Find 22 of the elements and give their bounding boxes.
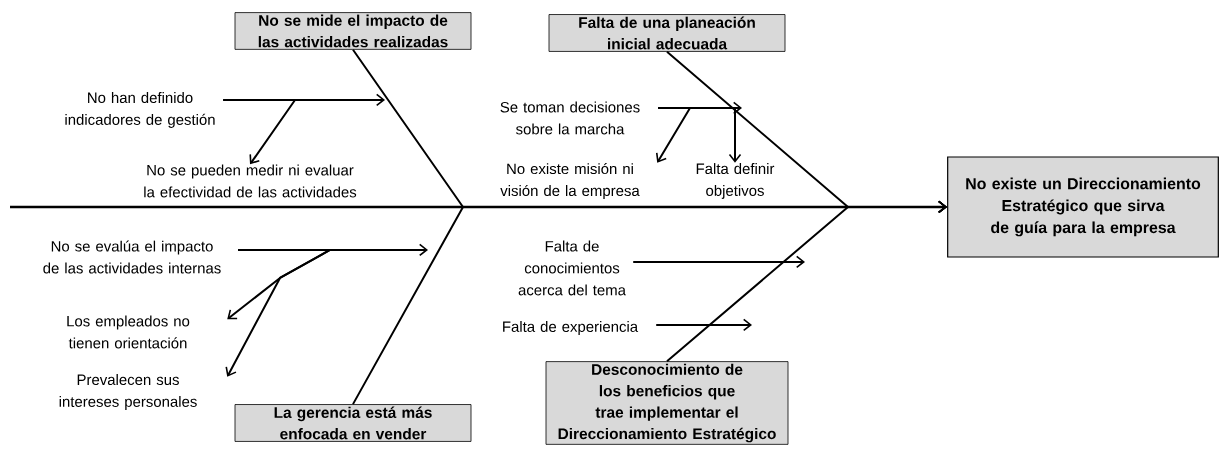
cause-label: No se evalúa el impacto de las actividades internas <box>43 240 221 274</box>
category-box: Falta de una planeación inicial adecuada <box>548 14 786 52</box>
arrow <box>666 200 948 363</box>
arrow <box>632 255 805 269</box>
arrow <box>225 249 331 377</box>
cause-label: Los empleados no tienen orientación <box>67 315 190 349</box>
cause-label: Falta definir objetivos <box>696 163 775 199</box>
arrow <box>655 318 752 332</box>
cause-label: Prevalecen sus intereses personales <box>59 374 197 410</box>
cause-label: No existe misión ni visión de la empresa <box>500 163 640 199</box>
cause-label: Se toman decisiones sobre la marcha <box>500 101 640 135</box>
category-box: Desconocimiento de los beneficios que trae implementar el Direccionamiento Estratégico <box>545 361 789 445</box>
category-box: No se mide el impacto de las actividades realizadas <box>234 12 472 50</box>
effect-box: No existe un Direccionamiento Estratégico que sirva de guía para la empresa <box>947 156 1219 258</box>
category-box: La gerencia está más enfocada en vender <box>234 404 472 442</box>
cause-label: Falta de experiencia <box>503 321 639 335</box>
cause-label: Falta de conocimientos acerca del tema <box>518 240 626 296</box>
cause-label: No se pueden medir ni evaluar la efectividad de las actividades <box>144 164 357 198</box>
arrow <box>222 99 296 165</box>
cause-label: No han definido indicadores de gestión <box>65 92 215 128</box>
arrow <box>655 107 691 163</box>
arrow <box>657 107 742 163</box>
